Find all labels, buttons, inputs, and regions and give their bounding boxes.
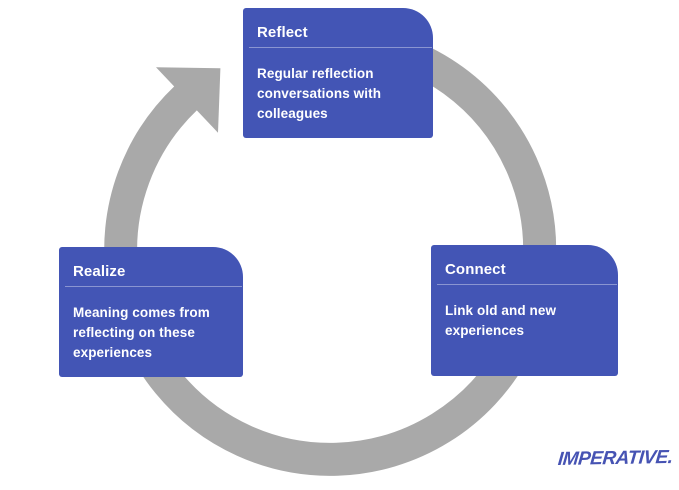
imperative-logo: IMPERATIVE. (556, 447, 674, 470)
node-description-realize: Meaning comes from reflecting on these e… (73, 305, 210, 360)
node-title-connect: Connect (445, 261, 506, 278)
node-card-connect: Connect Link old and new experiences (431, 245, 618, 376)
node-title-realize: Realize (73, 263, 126, 280)
node-card-realize: Realize Meaning comes from reflecting on… (59, 247, 243, 377)
node-description-reflect: Regular reflection conversations with co… (257, 66, 382, 121)
node-description-connect: Link old and new experiences (445, 303, 557, 338)
node-title-reflect: Reflect (257, 24, 308, 41)
card-divider (437, 284, 617, 285)
card-divider (65, 286, 242, 287)
node-card-reflect: Reflect Regular reflection conversations… (243, 8, 433, 138)
arrowhead-icon (156, 67, 221, 133)
card-divider (249, 47, 432, 48)
